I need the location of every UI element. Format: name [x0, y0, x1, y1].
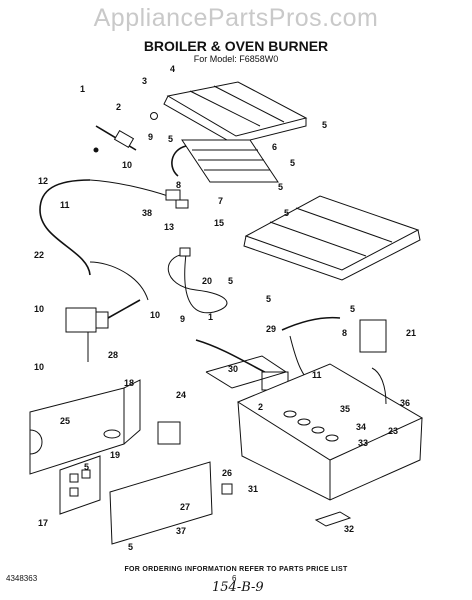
page-number: 6 [232, 574, 237, 583]
broiler-burner [171, 139, 279, 183]
callout-5: 5 [84, 462, 89, 472]
callout-10: 10 [150, 310, 160, 320]
callout-21: 21 [406, 328, 416, 338]
callout-5: 5 [278, 182, 283, 192]
callout-38: 38 [142, 208, 152, 218]
ordering-note: FOR ORDERING INFORMATION REFER TO PARTS … [124, 566, 348, 573]
mounting-plate [29, 379, 141, 475]
spreader [359, 319, 387, 353]
callout-6: 6 [272, 142, 277, 152]
callout-3: 3 [142, 76, 147, 86]
callout-35: 35 [340, 404, 350, 414]
callout-9: 9 [180, 314, 185, 324]
callout-15: 15 [214, 218, 224, 228]
callout-11: 11 [312, 370, 322, 380]
callout-18: 18 [124, 378, 134, 388]
oven-bottom [243, 195, 421, 281]
callout-4: 4 [170, 64, 175, 74]
callout-22: 22 [34, 250, 44, 260]
callout-31: 31 [248, 484, 258, 494]
relay [157, 421, 181, 445]
callout-7: 7 [218, 196, 223, 206]
electrode-assembly [93, 112, 158, 153]
burner-box [236, 363, 424, 501]
callout-1: 1 [208, 312, 213, 322]
callout-29: 29 [266, 324, 276, 334]
pad [314, 511, 352, 527]
callout-34: 34 [356, 422, 366, 432]
callout-8: 8 [342, 328, 347, 338]
callout-13: 13 [164, 222, 174, 232]
model-number: For Model: F6858W0 [193, 54, 279, 64]
callout-30: 30 [228, 364, 238, 374]
callout-24: 24 [176, 390, 186, 400]
callout-5: 5 [322, 120, 327, 130]
callout-20: 20 [202, 276, 212, 286]
callout-36: 36 [400, 398, 410, 408]
safety-valve [65, 299, 141, 362]
handwritten-code: 154-B-9 [212, 580, 264, 595]
access-panel [109, 461, 213, 545]
callout-10: 10 [122, 160, 132, 170]
callout-11: 11 [60, 200, 70, 210]
callout-2: 2 [116, 102, 121, 112]
callout-5: 5 [284, 208, 289, 218]
control-module [59, 455, 101, 515]
callout-5: 5 [228, 276, 233, 286]
callout-25: 25 [60, 416, 70, 426]
callout-17: 17 [38, 518, 48, 528]
callout-23: 23 [388, 426, 398, 436]
callout-5: 5 [128, 542, 133, 552]
callout-1: 1 [80, 84, 85, 94]
document-number: 4348363 [6, 574, 38, 583]
gas-tube-assembly [39, 179, 189, 301]
broiler-pan [163, 81, 308, 145]
callout-28: 28 [108, 350, 118, 360]
watermark: AppliancePartsPros.com [93, 4, 379, 32]
callout-12: 12 [38, 176, 48, 186]
callout-5: 5 [266, 294, 271, 304]
callout-32: 32 [344, 524, 354, 534]
callout-5: 5 [290, 158, 295, 168]
callout-19: 19 [110, 450, 120, 460]
callout-27: 27 [180, 502, 190, 512]
callout-5: 5 [350, 304, 355, 314]
callout-8: 8 [176, 180, 181, 190]
callout-26: 26 [222, 468, 232, 478]
callout-5: 5 [168, 134, 173, 144]
callout-10: 10 [34, 362, 44, 372]
callout-9: 9 [148, 132, 153, 142]
callout-2: 2 [258, 402, 263, 412]
callout-10: 10 [34, 304, 44, 314]
grommet [221, 483, 233, 495]
callout-37: 37 [176, 526, 186, 536]
wire-harness [167, 247, 228, 314]
diagram-title: BROILER & OVEN BURNER [143, 38, 329, 54]
callout-33: 33 [358, 438, 368, 448]
